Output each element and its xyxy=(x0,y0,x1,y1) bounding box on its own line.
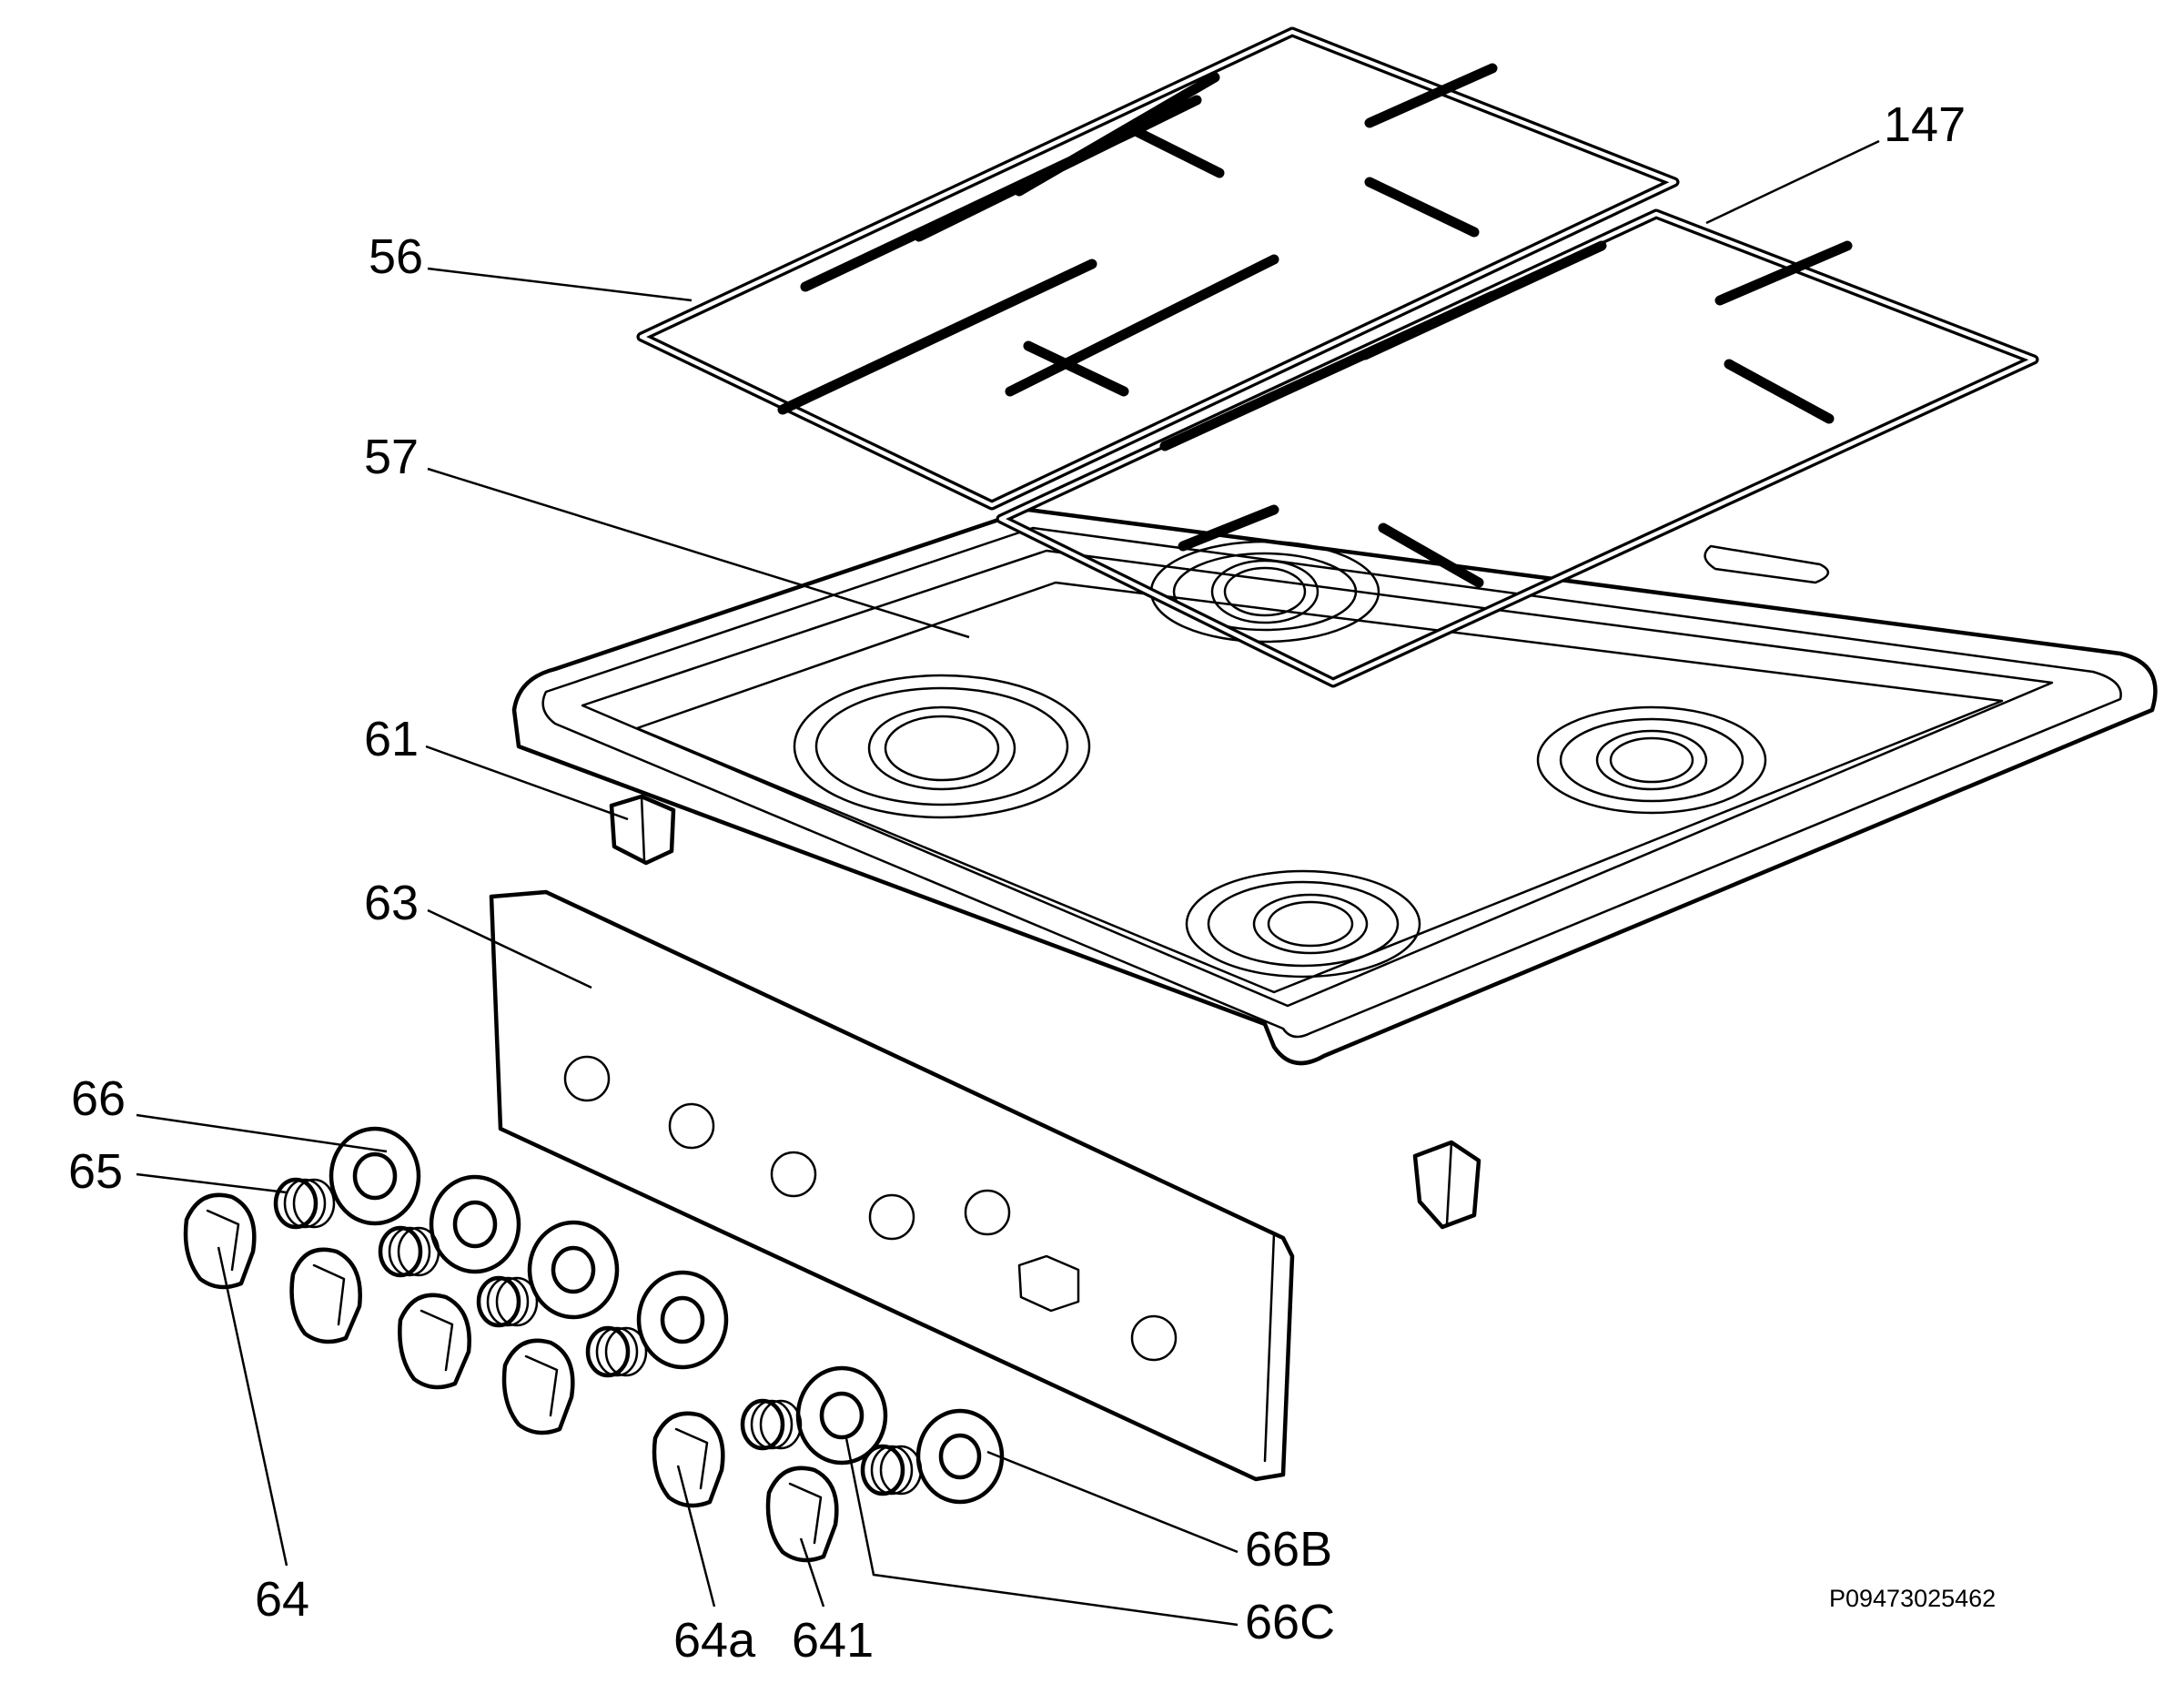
label-57: 57 xyxy=(364,430,419,484)
leader-lines xyxy=(136,139,1880,1627)
knobs-64 xyxy=(183,1192,839,1563)
label-641: 641 xyxy=(792,1613,874,1668)
burner-front-left xyxy=(793,674,1091,819)
label-64a: 64a xyxy=(673,1613,756,1668)
label-66b: 66B xyxy=(1245,1522,1332,1577)
label-147: 147 xyxy=(1884,97,1966,152)
label-65: 65 xyxy=(68,1144,123,1199)
burner-rear-right xyxy=(1536,705,1767,815)
burner-front-right xyxy=(1185,869,1421,979)
label-66c: 66C xyxy=(1245,1595,1335,1649)
pan-support-56 xyxy=(636,26,1680,511)
label-56: 56 xyxy=(369,229,423,284)
label-61: 61 xyxy=(364,712,419,766)
bezel-row-66 xyxy=(329,1126,1005,1505)
springs-65 xyxy=(273,1177,923,1496)
hob-top-57 xyxy=(511,507,2158,1066)
label-64: 64 xyxy=(255,1572,309,1627)
clip-61-right xyxy=(1412,1140,1481,1230)
label-66: 66 xyxy=(71,1071,126,1126)
label-63: 63 xyxy=(364,876,419,930)
pan-support-147 xyxy=(996,208,2039,688)
control-panel-63 xyxy=(489,889,1295,1482)
drawing-code: P09473025462 xyxy=(1829,1585,1996,1612)
clip-61-left xyxy=(609,794,676,866)
